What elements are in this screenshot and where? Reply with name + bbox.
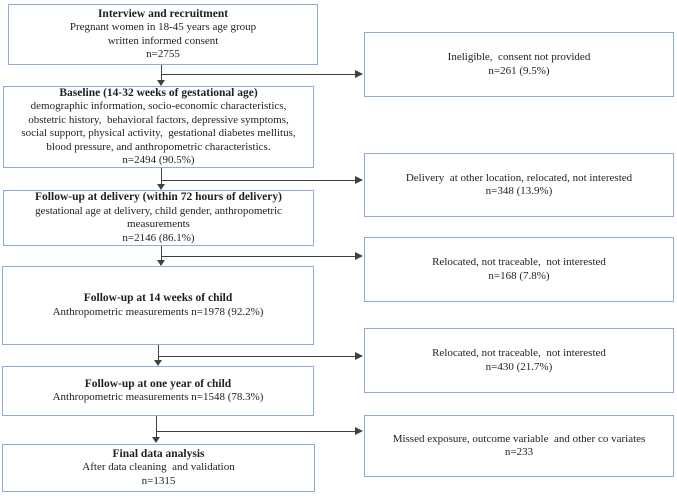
box-line: Anthropometric measurements n=1548 (78.3… <box>52 391 264 403</box>
box-line: n=261 (9.5%) <box>488 64 550 77</box>
box-title: Follow-up at 14 weeks of child <box>83 292 233 304</box>
box-line: n=2755 <box>146 48 180 60</box>
branch-to-ineligible-line <box>162 74 355 75</box>
box-line: n=348 (13.9%) <box>485 185 553 197</box>
box-followup-one-year: Follow-up at one year of child Anthropom… <box>2 366 314 416</box>
box-title: Interview and recruitment <box>97 7 229 20</box>
box-line: n=2146 (86.1%) <box>122 231 195 244</box>
connector-interview-to-baseline-line <box>161 65 162 81</box>
arrow-down-to-final-icon <box>152 437 160 443</box>
box-line: Pregnant women in 18-45 years age group <box>69 21 257 33</box>
box-followup-14-weeks: Follow-up at 14 weeks of child Anthropom… <box>2 266 314 345</box>
box-line: n=430 (21.7%) <box>485 360 553 373</box>
box-line: written informed consent <box>107 34 219 47</box>
arrow-down-to-delivery-icon <box>157 184 165 190</box>
box-line: Anthropometric measurements n=1978 (92.2… <box>52 305 264 318</box>
box-ineligible: Ineligible, consent not provided n=261 (… <box>364 32 674 97</box>
branch-to-other-location-line <box>162 180 355 181</box>
box-title: Baseline (14-32 weeks of gestational age… <box>59 86 258 99</box>
box-line: n=2494 (90.5%) <box>122 154 195 166</box>
box-line: Missed exposure, outcome variable and ot… <box>392 432 646 445</box>
connector-oneyear-to-final-line <box>156 416 157 438</box>
box-line: gestational age at delivery, child gende… <box>35 204 282 217</box>
box-relocated-168: Relocated, not traceable, not interested… <box>364 237 674 302</box>
arrow-down-to-oneyear-icon <box>154 360 162 366</box>
box-line: demographic information, socio-economic … <box>30 100 287 112</box>
box-baseline: Baseline (14-32 weeks of gestational age… <box>3 86 314 168</box>
branch-to-relocated-430-line <box>159 356 355 357</box>
box-relocated-430: Relocated, not traceable, not interested… <box>364 328 674 393</box>
box-line: blood pressure, and anthropometric chara… <box>46 140 271 153</box>
arrow-down-to-baseline-icon <box>157 80 165 86</box>
connector-14weeks-to-oneyear-line <box>158 345 159 361</box>
arrow-down-to-14weeks-icon <box>157 260 165 266</box>
box-delivery-other-location: Delivery at other location, relocated, n… <box>364 153 674 217</box>
box-line: n=1315 <box>141 474 176 487</box>
branch-to-missed-exposure-line <box>157 431 355 432</box>
box-line: measurements <box>127 218 190 230</box>
box-line: Delivery at other location, relocated, n… <box>405 171 633 184</box>
box-line: Ineligible, consent not provided <box>447 51 591 63</box>
box-line: social support, physical activity, gesta… <box>21 127 296 139</box>
arrow-right-to-relocated-168-icon <box>355 252 363 260</box>
box-line: obstetric history, behavioral factors, d… <box>28 113 289 126</box>
box-title: Final data analysis <box>112 447 205 460</box>
arrow-right-to-ineligible-icon <box>355 70 363 78</box>
arrow-right-to-other-location-icon <box>355 176 363 184</box>
connector-baseline-to-delivery-line <box>161 168 162 185</box>
box-line: Relocated, not traceable, not interested <box>432 256 606 268</box>
box-title: Follow-up at one year of child <box>84 377 232 390</box>
box-line: Relocated, not traceable, not interested <box>432 347 606 359</box>
arrow-right-to-relocated-430-icon <box>355 352 363 360</box>
arrow-right-to-missed-exposure-icon <box>355 427 363 435</box>
branch-to-relocated-168-line <box>162 256 355 257</box>
box-line: n=233 <box>504 446 534 458</box>
box-line: After data cleaning and validation <box>82 461 235 474</box>
box-final-data-analysis: Final data analysis After data cleaning … <box>2 444 315 492</box>
box-line: n=168 (7.8%) <box>488 269 550 282</box>
connector-delivery-to-14weeks-line <box>161 246 162 261</box>
box-missed-exposure: Missed exposure, outcome variable and ot… <box>364 415 674 477</box>
box-followup-delivery: Follow-up at delivery (within 72 hours o… <box>3 190 314 246</box>
box-interview-recruitment: Interview and recruitment Pregnant women… <box>8 4 318 65</box>
box-title: Follow-up at delivery (within 72 hours o… <box>35 191 282 203</box>
